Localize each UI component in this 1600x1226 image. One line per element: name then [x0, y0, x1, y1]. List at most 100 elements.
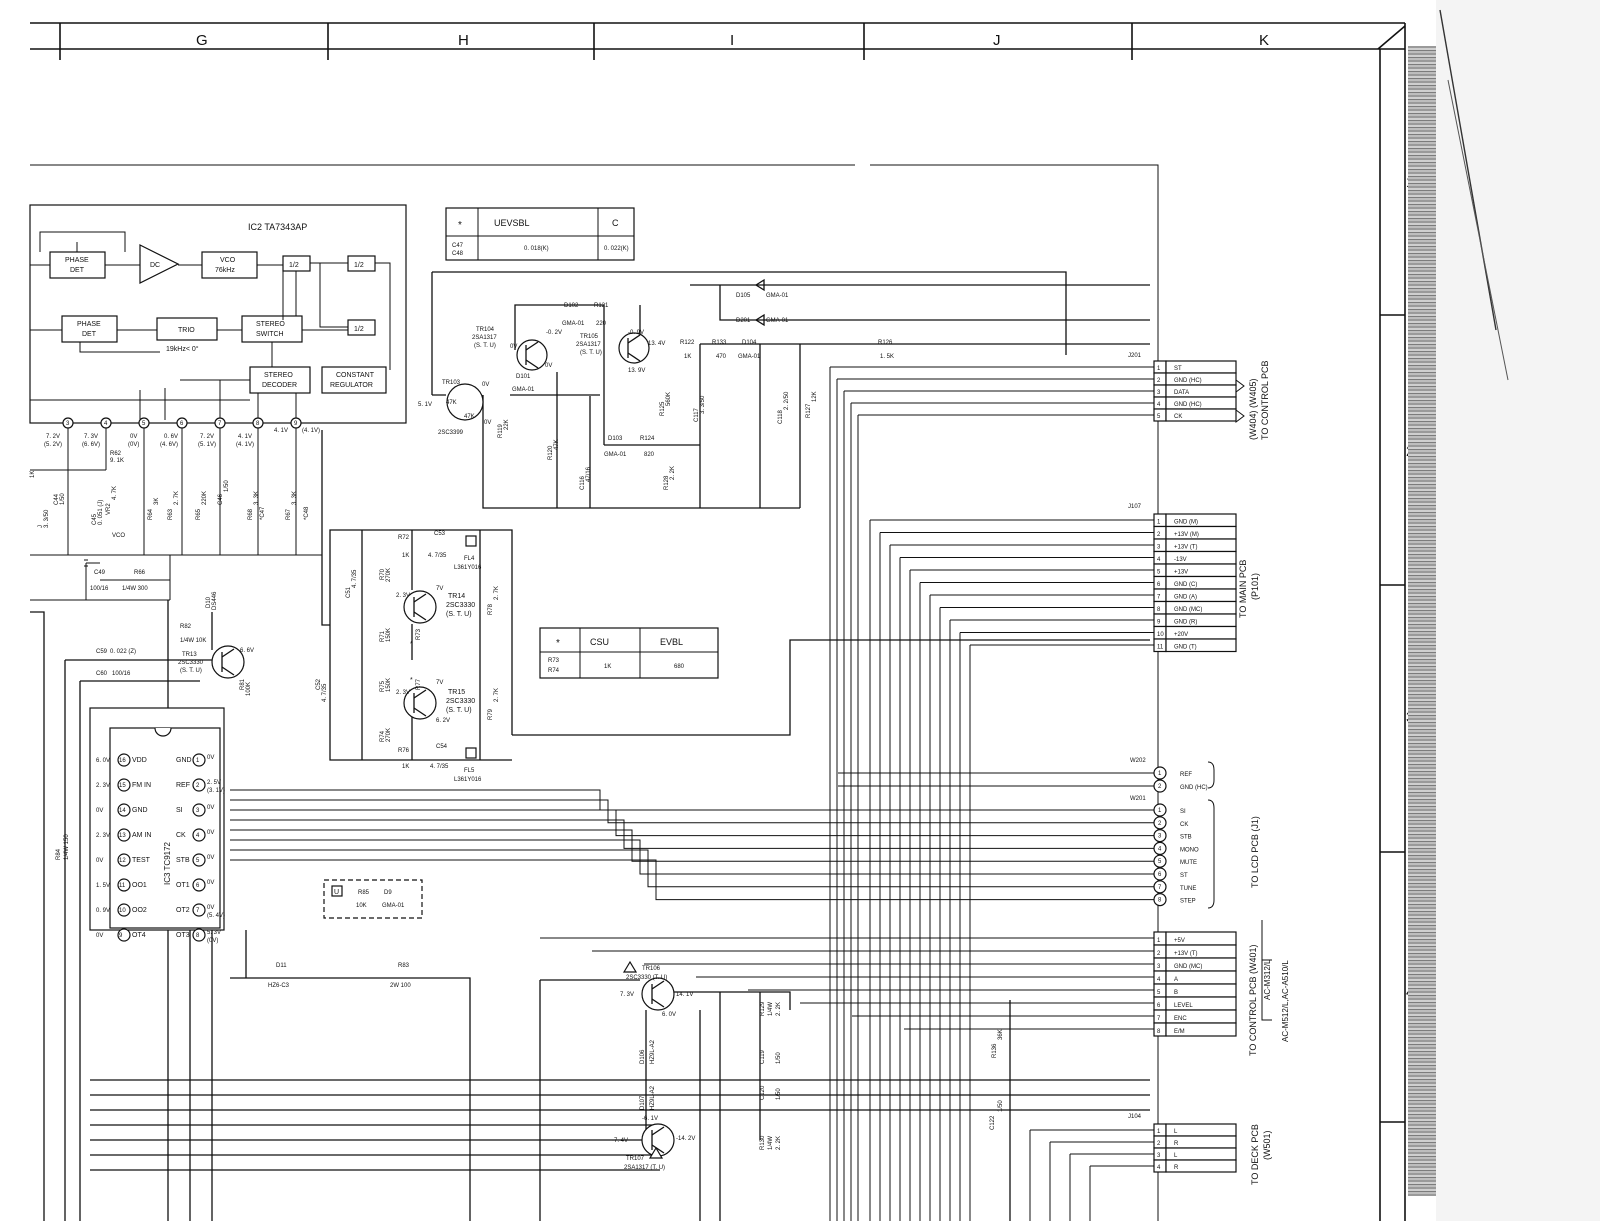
svg-text:TRIO: TRIO: [178, 327, 195, 334]
svg-text:TR106: TR106: [642, 966, 661, 972]
svg-text:C51: C51: [346, 586, 352, 598]
svg-text:47/16: 47/16: [586, 466, 592, 482]
svg-text:R129: R129: [760, 1001, 766, 1016]
svg-text:R66: R66: [134, 570, 146, 576]
svg-text:0V: 0V: [207, 755, 214, 761]
svg-text:(3. 1V): (3. 1V): [207, 788, 225, 794]
svg-text:AC-M312/L: AC-M312/L: [1263, 959, 1272, 1000]
svg-text:GMA-01: GMA-01: [562, 321, 585, 327]
svg-text:STEREO: STEREO: [256, 321, 285, 328]
vco-block: [201, 251, 258, 279]
svg-text:R125: R125: [660, 401, 666, 416]
svg-text:+20V: +20V: [1174, 632, 1188, 638]
svg-text:0. 6V: 0. 6V: [164, 434, 178, 440]
svg-text:16: 16: [119, 758, 126, 764]
svg-text:R83: R83: [398, 963, 410, 969]
svg-text:R67: R67: [286, 508, 292, 520]
svg-text:REF: REF: [176, 782, 190, 789]
svg-text:2. 7K: 2. 7K: [174, 491, 180, 505]
stereo-decoder-block: [249, 366, 311, 394]
svg-text:1/4W: 1/4W: [768, 1002, 774, 1016]
svg-text:5: 5: [1157, 570, 1161, 576]
w202-pin-2: [1153, 779, 1167, 793]
svg-text:W202: W202: [1130, 758, 1146, 764]
col-label-j: J: [993, 32, 1001, 49]
svg-text:6. 0V: 6. 0V: [96, 758, 110, 764]
svg-text:36K: 36K: [998, 1029, 1004, 1040]
svg-text:2: 2: [1157, 1141, 1161, 1147]
svg-text:6: 6: [1157, 582, 1161, 588]
svg-text:1: 1: [1158, 808, 1162, 814]
svg-text:6: 6: [1157, 1003, 1161, 1009]
svg-text:8: 8: [256, 421, 260, 427]
svg-text:3. 3/50: 3. 3/50: [44, 509, 50, 528]
svg-text:14. 1V: 14. 1V: [676, 992, 693, 998]
svg-text:2. 3V: 2. 3V: [396, 593, 410, 599]
svg-text:6: 6: [1158, 872, 1162, 878]
svg-text:2: 2: [1157, 532, 1161, 538]
svg-text:0V: 0V: [207, 855, 214, 861]
svg-text:4: 4: [196, 833, 200, 839]
svg-text:L361Y016: L361Y016: [454, 565, 482, 571]
svg-text:GND (M): GND (M): [1174, 520, 1198, 526]
svg-text:3: 3: [66, 421, 70, 427]
svg-text:47K: 47K: [464, 414, 475, 420]
svg-text:1K: 1K: [402, 553, 409, 559]
svg-text:C118: C118: [778, 409, 784, 424]
svg-text:*: *: [556, 638, 560, 649]
svg-text:4. 1V: 4. 1V: [238, 434, 252, 440]
svg-text:2. 3V: 2. 3V: [396, 690, 410, 696]
svg-text:C54: C54: [436, 744, 448, 750]
svg-text:C: C: [612, 218, 619, 228]
svg-text:10: 10: [119, 908, 126, 914]
svg-text:R65: R65: [196, 508, 202, 520]
svg-text:0V: 0V: [96, 858, 103, 864]
svg-text:(0V): (0V): [207, 938, 218, 944]
svg-text:7V: 7V: [436, 680, 443, 686]
svg-text:+13V (M): +13V (M): [1174, 532, 1199, 538]
stereo-indicator-circuit: TR104 2SA1317 (S. T. U) -0. 2V 0V 0V TR1…: [418, 271, 1150, 509]
svg-text:9: 9: [1157, 620, 1161, 626]
svg-text:A: A: [1174, 977, 1178, 983]
svg-text:R128: R128: [664, 475, 670, 490]
ic3-pin-12: [117, 853, 131, 867]
svg-text:11: 11: [1157, 645, 1164, 651]
svg-text:R126: R126: [878, 340, 893, 346]
w201-pin-8: [1153, 892, 1167, 907]
ic3-pin-3: [192, 803, 206, 817]
svg-text:7. 2V: 7. 2V: [200, 434, 214, 440]
svg-text:2: 2: [1158, 784, 1162, 790]
svg-text:W201: W201: [1130, 796, 1146, 802]
svg-text:L361Y016: L361Y016: [454, 777, 482, 783]
svg-text:2: 2: [1158, 821, 1162, 827]
svg-text:0V: 0V: [96, 933, 103, 939]
svg-text:D11: D11: [276, 963, 287, 969]
ic3-pin-11: [117, 878, 131, 892]
svg-text:C119: C119: [760, 1049, 766, 1064]
svg-text:(W501): (W501): [1262, 1130, 1272, 1160]
svg-text:(5. 4V): (5. 4V): [207, 913, 225, 919]
ic3-pin-13: [117, 828, 131, 842]
svg-text:R81: R81: [240, 678, 246, 690]
svg-text:R64: R64: [148, 508, 154, 520]
svg-text:2. 3V: 2. 3V: [96, 783, 110, 789]
u-option-box: [323, 879, 423, 919]
svg-text:2W 100: 2W 100: [390, 983, 411, 989]
svg-text:7: 7: [1158, 885, 1162, 891]
svg-text:12K: 12K: [812, 391, 818, 402]
ic3-pin-7: [192, 903, 206, 917]
svg-text:0. 9V: 0. 9V: [96, 908, 110, 914]
svg-text:R78: R78: [488, 603, 494, 615]
svg-text:D104: D104: [742, 340, 757, 346]
svg-text:560K: 560K: [666, 392, 672, 406]
svg-text:AM IN: AM IN: [132, 832, 151, 839]
svg-text:R70: R70: [380, 568, 386, 580]
tr15-symbol: [403, 686, 437, 720]
svg-text:TUNE: TUNE: [1180, 886, 1196, 892]
dc-amp-block: [139, 244, 180, 284]
trio-block: [156, 317, 218, 341]
phase-det-1-block: [49, 251, 106, 279]
svg-text:DET: DET: [82, 331, 97, 338]
svg-text:GMA-01: GMA-01: [512, 387, 535, 393]
ic3-pin-16: [117, 753, 131, 767]
